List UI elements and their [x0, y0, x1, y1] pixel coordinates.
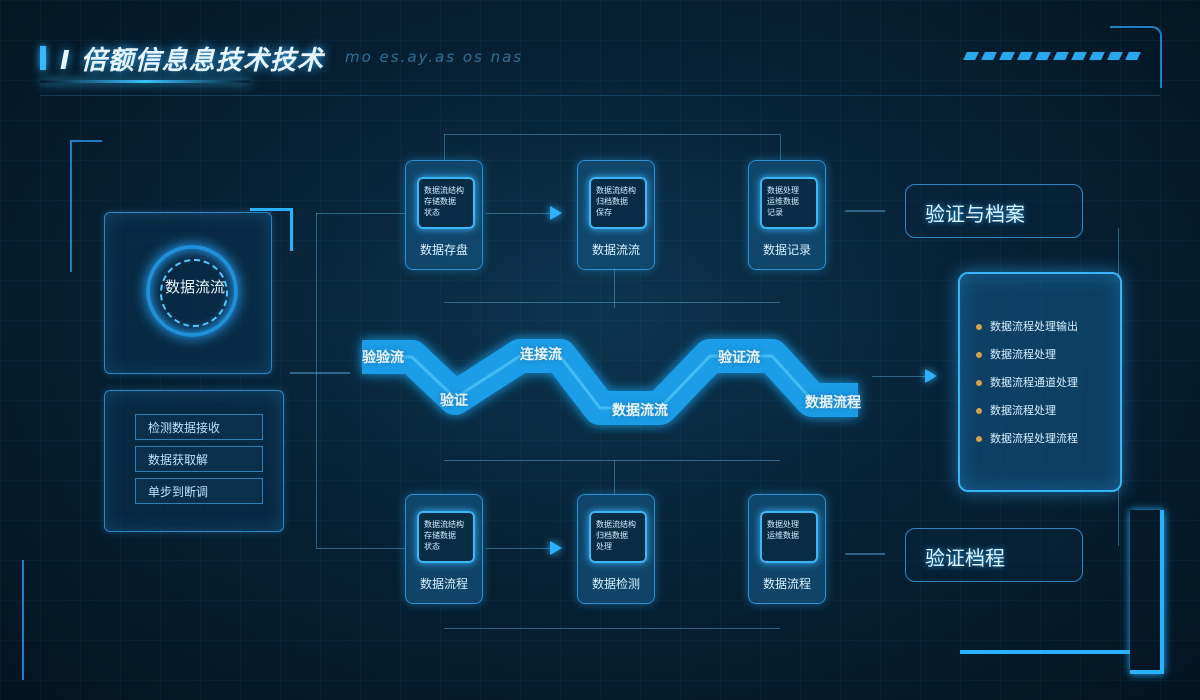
connector-top-bottomframe: [444, 302, 780, 303]
process-node[interactable]: 数据流结构存储数据状态 数据存盘: [405, 160, 483, 270]
wave-label: 验证流: [718, 350, 760, 366]
arrow-right-icon: [550, 541, 562, 555]
connector-left-vertical: [316, 213, 317, 548]
connector-bottom-frame: [444, 628, 780, 629]
info-item: 数据流程处理流程: [976, 430, 1078, 446]
frame-corner-top-right: [1110, 26, 1162, 88]
connector-to-info: [872, 376, 926, 377]
info-panel: [958, 272, 1122, 492]
node-label: 数据存盘: [419, 243, 468, 257]
list-item[interactable]: 检测数据接收: [135, 414, 263, 440]
info-item: 数据流程通道处理: [976, 374, 1078, 390]
node-card: 数据流结构归档数据保存: [589, 177, 647, 229]
connector-top-left: [316, 213, 406, 214]
wave-label: 验证: [440, 393, 468, 409]
connector-right-bottom: [1118, 486, 1119, 546]
connector-to-top-label: [845, 210, 885, 212]
wave-label: 验验流: [362, 350, 404, 366]
list-item[interactable]: 单步到断调: [135, 478, 263, 504]
node-label: 数据记录: [762, 243, 811, 257]
connector-bottom-left: [316, 548, 406, 549]
arrow-right-icon: [925, 369, 937, 383]
node-card: 数据处理运维数据: [760, 511, 818, 563]
info-item: 数据流程处理: [976, 346, 1056, 362]
bullet-icon: [976, 352, 982, 358]
title-main: 信息息技术技术: [134, 46, 324, 76]
hub-panel-corner: [250, 208, 293, 251]
process-node[interactable]: 数据流结构归档数据保存 数据流流: [577, 160, 655, 270]
frame-bottom-right-bar: [960, 650, 1130, 655]
bullet-icon: [976, 436, 982, 442]
process-node[interactable]: 数据处理运维数据 数据流程: [748, 494, 826, 604]
connector-bottom-mid: [614, 460, 615, 494]
label-box-bottom: [905, 528, 1083, 582]
bullet-icon: [976, 408, 982, 414]
connector-top-mid: [614, 268, 615, 308]
arrow-right-icon: [550, 206, 562, 220]
title-accent-bar: [40, 46, 46, 70]
node-label: 数据流程: [762, 577, 811, 591]
connector-to-bottom-label: [845, 553, 885, 555]
page-subtitle: mo es.ay.as os nas: [345, 48, 524, 66]
connector-node1-2: [486, 213, 552, 214]
node-card: 数据处理运维数据记录: [760, 177, 818, 229]
connector-top-frame-right: [780, 134, 781, 160]
list-item[interactable]: 数据获取解: [135, 446, 263, 472]
page-title: I 倍额信息息技术技术: [60, 40, 324, 77]
wave-label: 数据流流: [612, 403, 668, 419]
header-divider: [40, 95, 1160, 96]
node-label: 数据检测: [591, 577, 640, 591]
connector-top-frame: [444, 134, 780, 135]
frame-corner-bottom-right: [1130, 510, 1164, 674]
node-label: 数据流程: [419, 577, 468, 591]
title-prefix: I 倍额: [60, 46, 135, 76]
connector-top-frame-left: [444, 134, 445, 160]
process-node[interactable]: 数据流结构归档数据处理 数据检测: [577, 494, 655, 604]
node-card: 数据流结构存储数据状态: [417, 511, 475, 563]
connector-right-top: [1118, 228, 1119, 278]
node-card: 数据流结构归档数据处理: [589, 511, 647, 563]
info-item: 数据流程处理输出: [976, 318, 1078, 334]
side-label-bottom: 验证档程: [925, 546, 1005, 570]
connector-bottom-topframe: [444, 460, 780, 461]
node-card: 数据流结构存储数据状态: [417, 177, 475, 229]
frame-corner-left: [70, 140, 102, 272]
title-underline: [40, 80, 250, 83]
side-label-top: 验证与档案: [925, 202, 1025, 226]
process-node[interactable]: 数据处理运维数据记录 数据记录: [748, 160, 826, 270]
bullet-icon: [976, 380, 982, 386]
frame-left-bottom: [22, 560, 48, 680]
hub-ring-icon: [146, 245, 238, 337]
hub-label: 数据流流: [164, 278, 225, 296]
hub-ring-inner: [160, 259, 228, 327]
connector-bnode1-2: [486, 548, 552, 549]
process-node[interactable]: 数据流结构存储数据状态 数据流程: [405, 494, 483, 604]
node-label: 数据流流: [591, 243, 640, 257]
info-item: 数据流程处理: [976, 402, 1056, 418]
label-box-top: [905, 184, 1083, 238]
wave-label: 连接流: [520, 347, 562, 363]
wave-label: 数据流程: [805, 395, 861, 411]
connector-mid-left: [290, 372, 350, 374]
bullet-icon: [976, 324, 982, 330]
